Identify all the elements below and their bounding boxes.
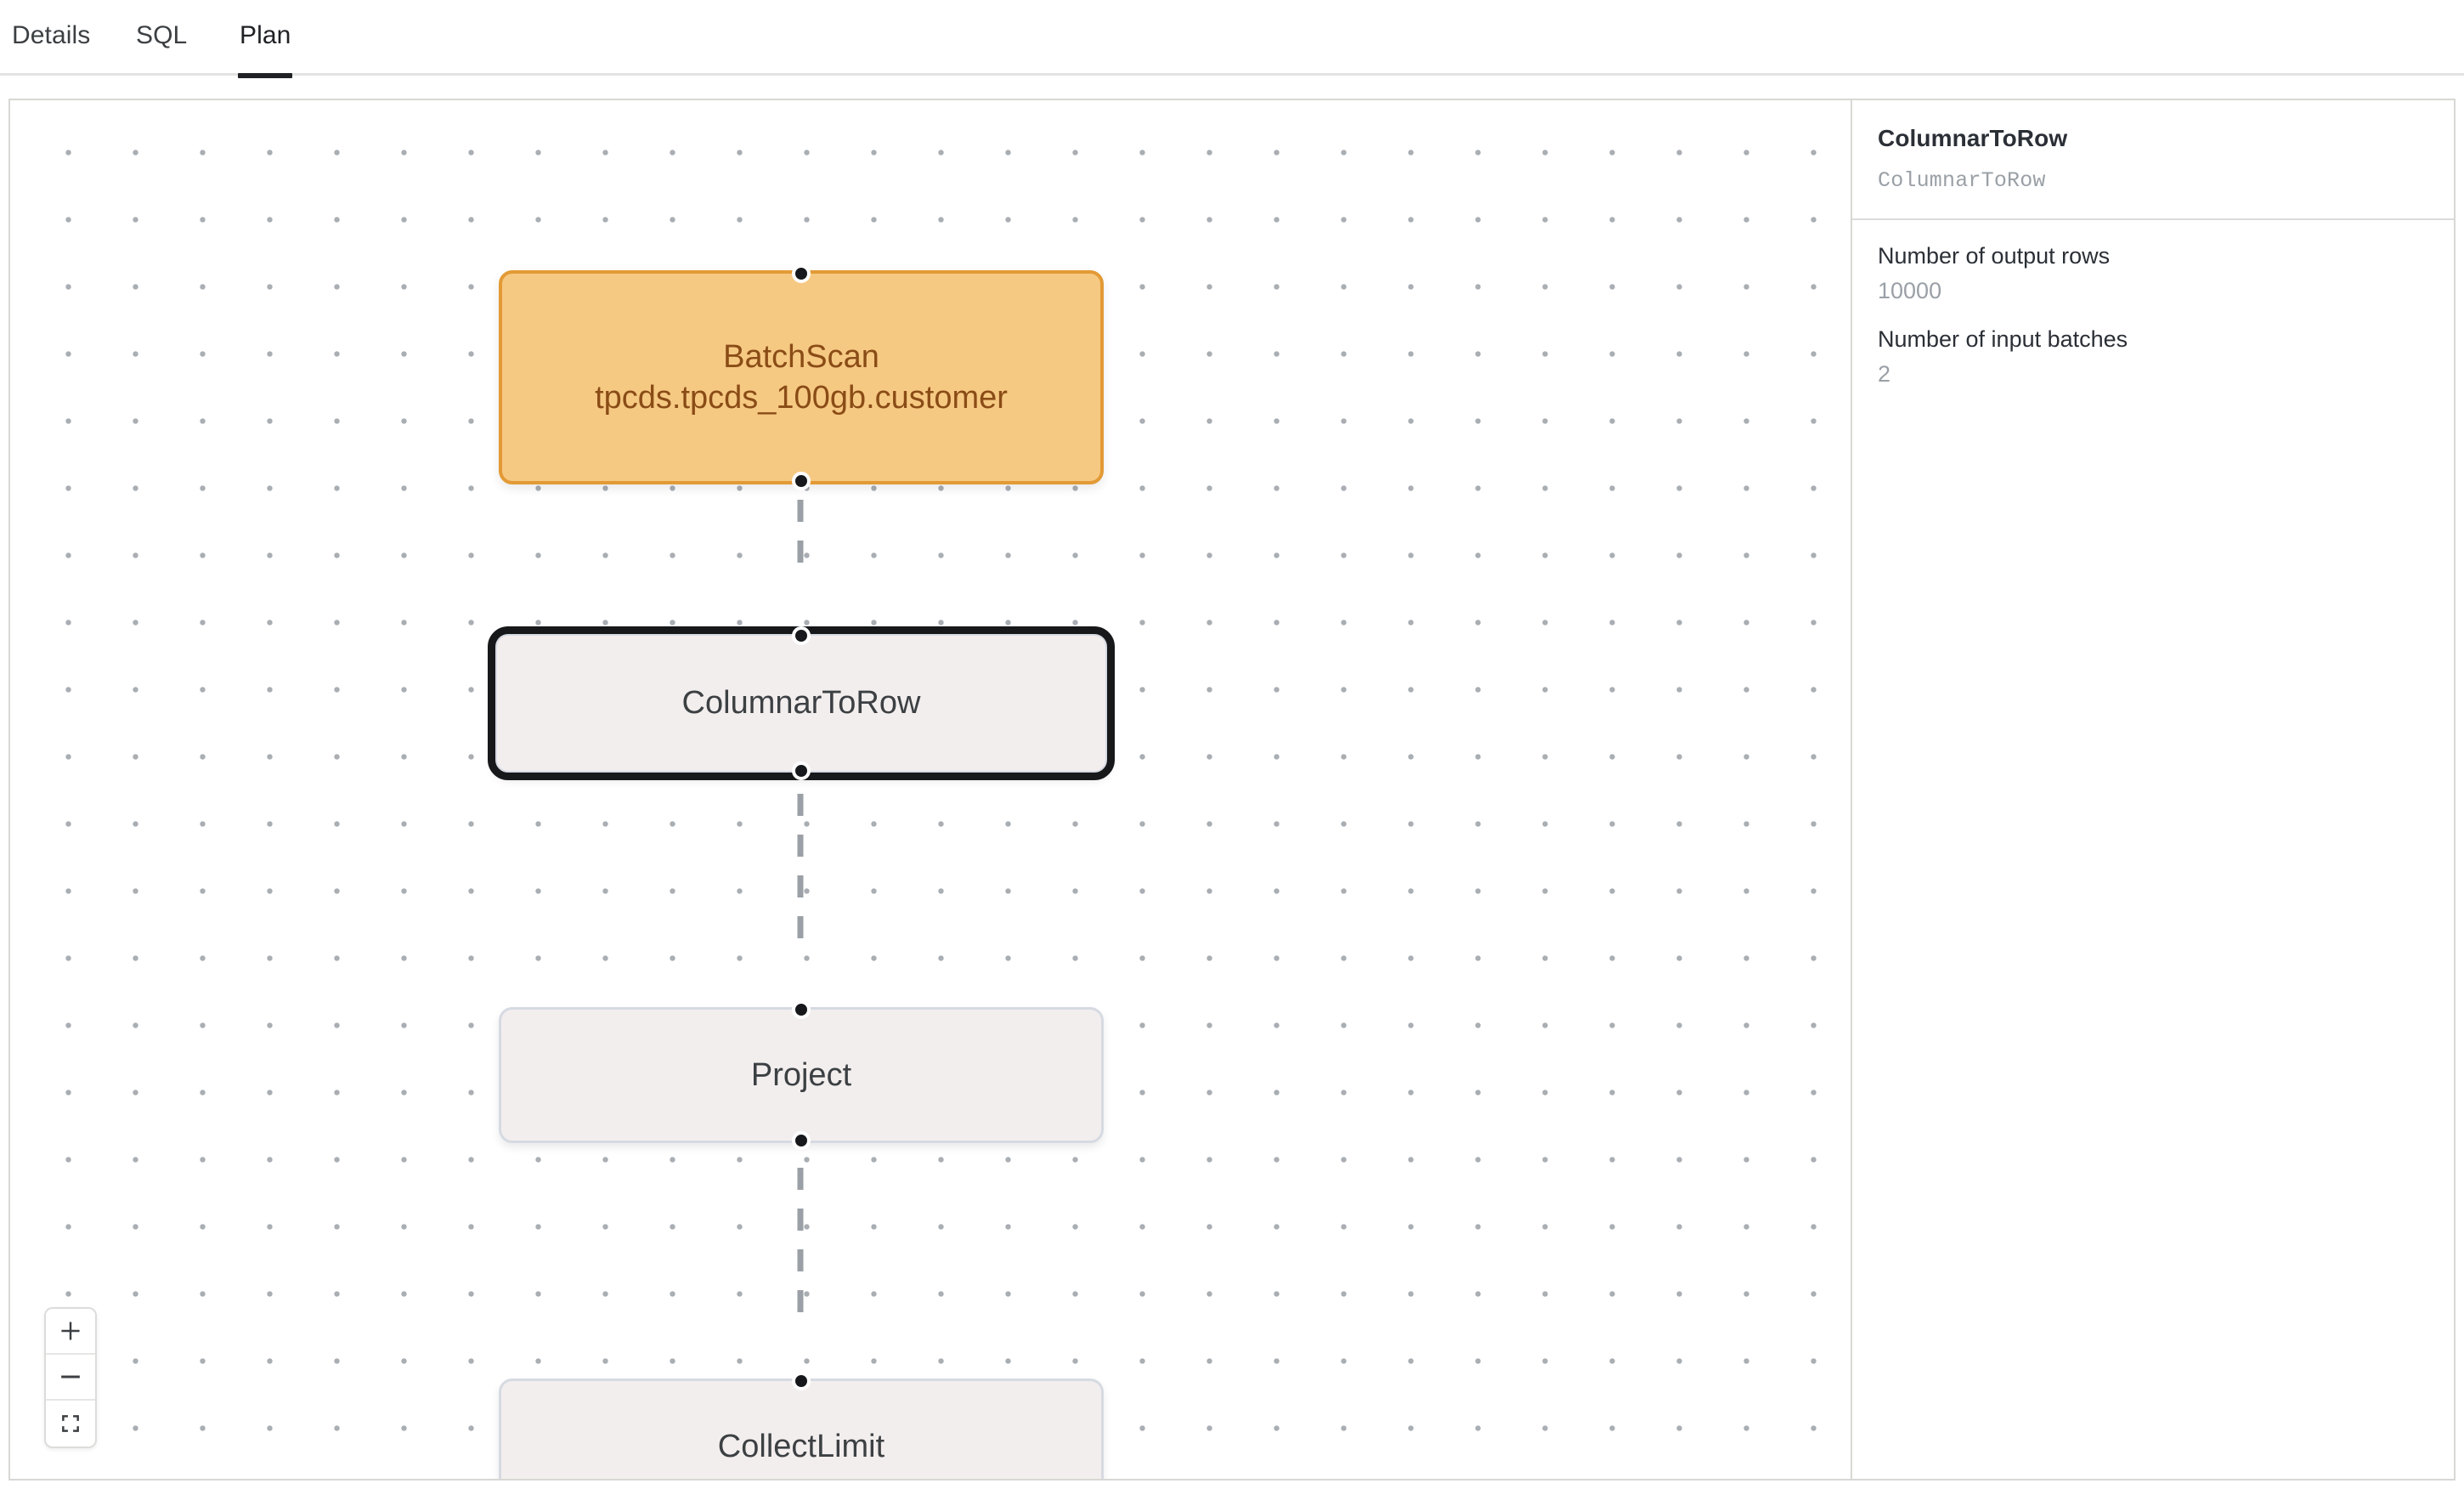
fit-view-button[interactable] <box>46 1401 95 1447</box>
plan-graph[interactable]: BatchScan tpcds.tpcds_100gb.customer Col… <box>10 100 2454 1479</box>
tab-plan[interactable]: Plan <box>238 0 293 78</box>
tab-bar: Details SQL Plan <box>0 0 2464 78</box>
metric-row: Number of output rows 10000 <box>1878 242 2430 305</box>
node-detail-panel: ColumnarToRow ColumnarToRow Number of ou… <box>1852 100 2454 409</box>
metric-name: Number of output rows <box>1878 242 2111 269</box>
node-handle-top[interactable] <box>792 1000 811 1019</box>
plan-node-batchscan-label: BatchScan tpcds.tpcds_100gb.customer <box>595 338 1008 416</box>
plan-canvas[interactable]: BatchScan tpcds.tpcds_100gb.customer Col… <box>8 99 2456 1481</box>
metric-row: Number of input batches 2 <box>1878 326 2430 388</box>
tab-plan-label: Plan <box>240 20 291 49</box>
node-detail-metrics: Number of output rows 10000 Number of in… <box>1852 220 2454 388</box>
plan-node-columnartorow[interactable]: ColumnarToRow <box>488 626 1115 780</box>
node-handle-bottom[interactable] <box>792 1131 811 1150</box>
node-detail-pane: ColumnarToRow ColumnarToRow Number of ou… <box>1851 100 2454 1479</box>
fit-view-icon <box>62 1415 79 1432</box>
node-handle-top[interactable] <box>792 1372 811 1390</box>
plan-node-project[interactable]: Project <box>499 1000 1104 1150</box>
node-handle-top[interactable] <box>792 626 811 645</box>
minus-icon <box>61 1375 80 1379</box>
tab-details[interactable]: Details <box>10 0 92 76</box>
zoom-out-button[interactable] <box>46 1355 95 1401</box>
node-handle-bottom[interactable] <box>792 761 811 780</box>
tab-sql-label: SQL <box>136 20 188 49</box>
plan-node-columnartorow-label: ColumnarToRow <box>681 685 921 722</box>
plan-node-project-label: Project <box>750 1056 852 1093</box>
metric-value: 10000 <box>1878 278 1942 304</box>
tab-details-label: Details <box>12 20 91 49</box>
metric-name: Number of input batches <box>1878 326 2128 352</box>
plan-node-collectlimit-label: CollectLimit <box>717 1428 885 1464</box>
tab-sql[interactable]: SQL <box>134 0 189 76</box>
plan-node-batchscan[interactable]: BatchScan tpcds.tpcds_100gb.customer <box>499 264 1104 490</box>
zoom-in-button[interactable] <box>46 1309 95 1355</box>
plan-node-collectlimit[interactable]: CollectLimit <box>499 1372 1104 1479</box>
node-detail-subtitle: ColumnarToRow <box>1878 167 2046 193</box>
plus-icon <box>61 1322 80 1340</box>
metric-value: 2 <box>1878 361 1891 388</box>
node-detail-title: ColumnarToRow <box>1878 125 2068 151</box>
node-handle-bottom[interactable] <box>792 472 811 490</box>
zoom-controls <box>44 1307 97 1448</box>
node-detail-header: ColumnarToRow ColumnarToRow <box>1852 100 2454 220</box>
node-handle-top[interactable] <box>792 264 811 283</box>
